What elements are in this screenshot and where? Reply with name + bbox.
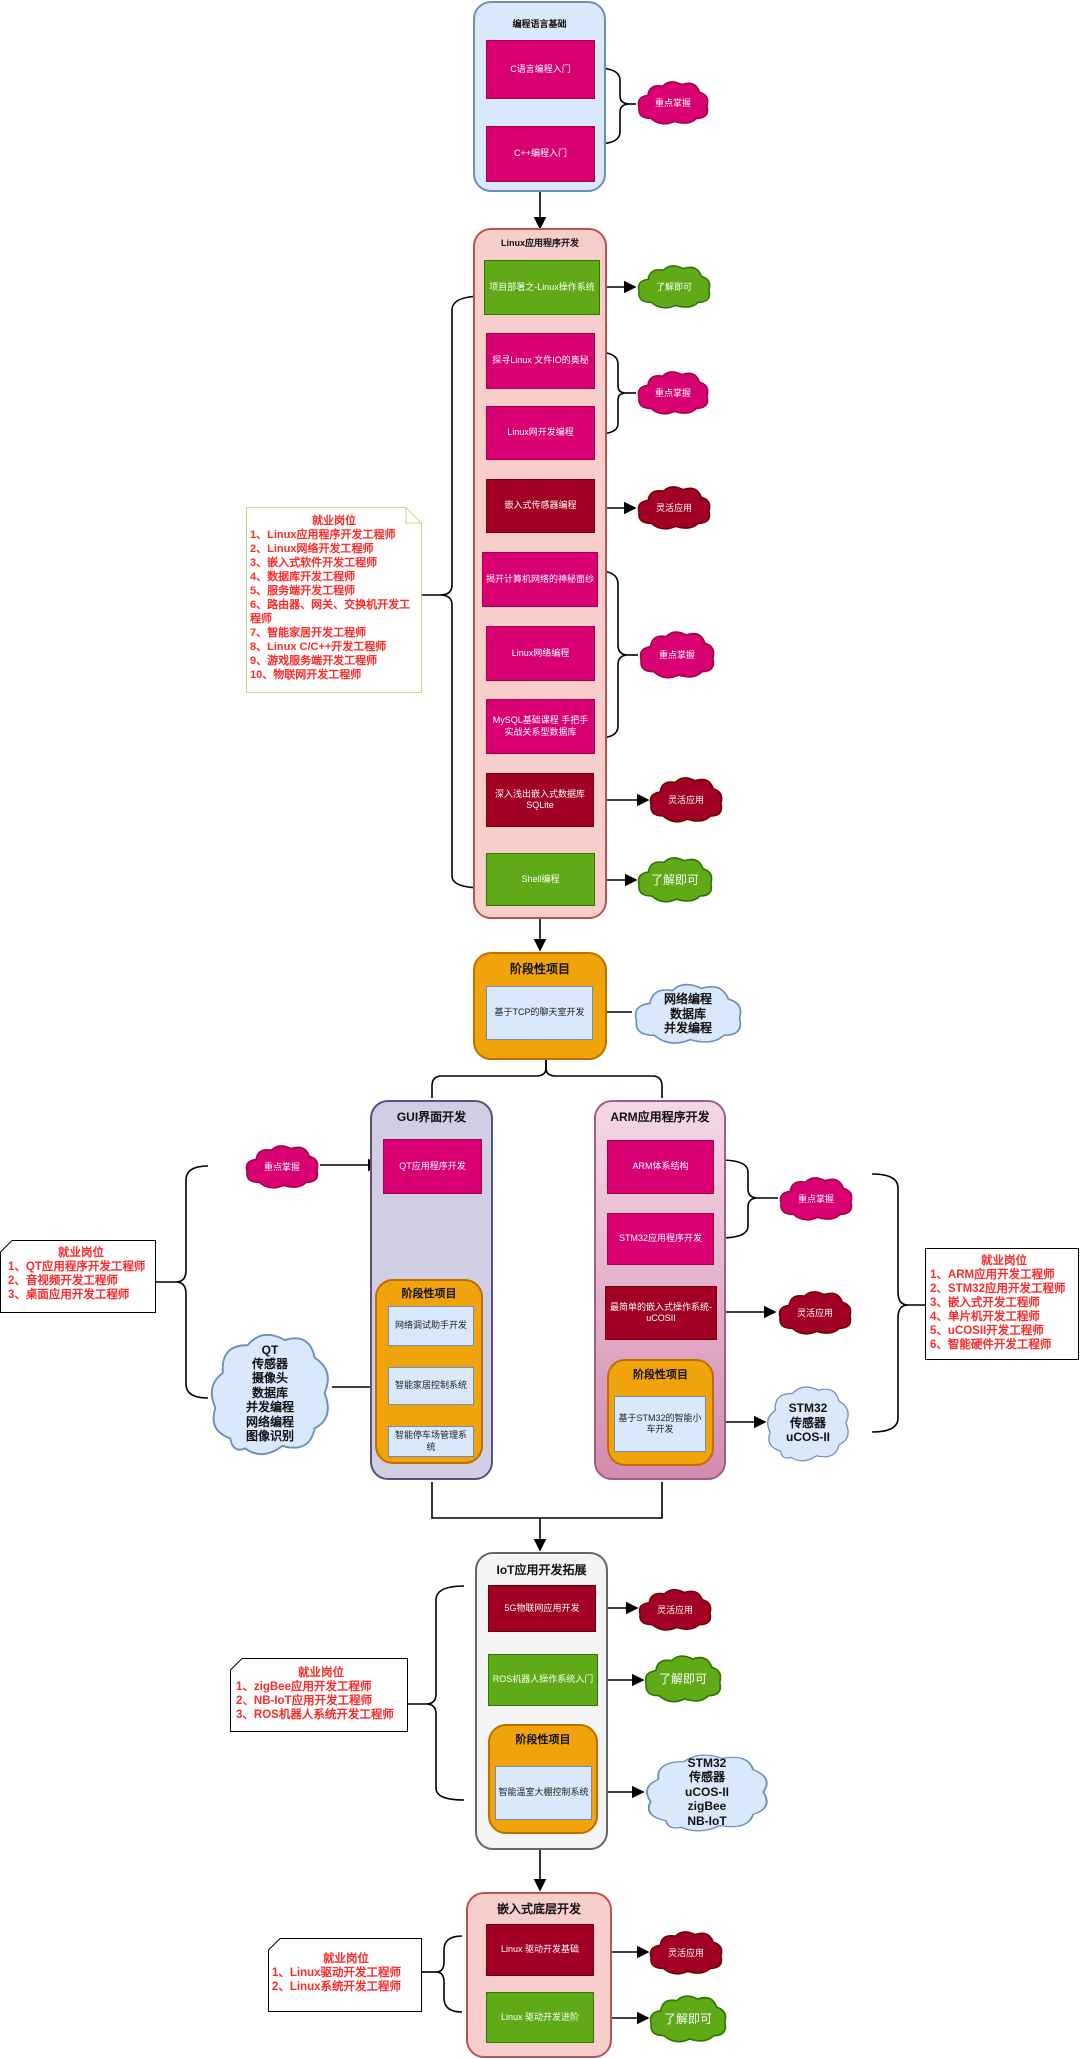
group-title: ARM应用程序开发 xyxy=(610,1110,710,1124)
cloud-label: 灵活应用 xyxy=(796,1307,833,1318)
cloud-flexible-use: 灵活应用 xyxy=(636,485,712,531)
job-note-shape xyxy=(230,1658,408,1732)
box-ucosii[interactable]: 最简单的嵌入式操作系统-uCOSII xyxy=(605,1286,717,1340)
cloud-know-only: 了解即可 xyxy=(648,1994,728,2044)
cloud-flexible-use: 灵活应用 xyxy=(648,776,724,824)
group-title: IoT应用开发拓展 xyxy=(496,1563,587,1577)
cloud-label: 灵活应用 xyxy=(667,794,704,805)
cloud-label: 重点掌握 xyxy=(797,1193,834,1204)
cloud-key-mastery: 重点掌握 xyxy=(636,370,710,416)
box-linux-network[interactable]: Linux网络编程 xyxy=(486,626,595,681)
cloud-tech-stack: STM32 传感器 uCOS-II xyxy=(765,1384,851,1462)
box-cpp-intro[interactable]: C++编程入门 xyxy=(486,126,595,182)
box-ros-intro[interactable]: ROS机器人操作系统入门 xyxy=(488,1654,598,1706)
cloud-label: 了解即可 xyxy=(650,872,699,887)
cloud-label: 重点掌握 xyxy=(263,1161,300,1172)
cloud-label: 灵活应用 xyxy=(667,1947,704,1958)
group-title: 阶段性项目 xyxy=(633,1369,688,1381)
box-sqlite[interactable]: 深入浅出嵌入式数据库SQLite xyxy=(486,773,594,827)
box-driver-advanced[interactable]: Linux 驱动开发进阶 xyxy=(486,1992,594,2043)
job-note-shape xyxy=(925,1248,1079,1360)
box-linux-os[interactable]: 项目部署之-Linux操作系统 xyxy=(484,260,600,315)
cloud-key-mastery: 重点掌握 xyxy=(636,80,710,126)
box-arm-architecture[interactable]: ARM体系结构 xyxy=(607,1140,714,1194)
cloud-label: 重点掌握 xyxy=(654,97,691,108)
group-title: GUI界面开发 xyxy=(396,1110,467,1124)
cloud-label: 了解即可 xyxy=(655,281,692,292)
cloud-label: QT 传感器 摄像头 数据库 并发编程 网络编程 图像识别 xyxy=(245,1342,294,1443)
box-mysql[interactable]: MySQL基础课程 手把手实战关系型数据库 xyxy=(486,699,595,754)
group-title: 阶段性项目 xyxy=(509,962,570,976)
box-tcp-chat[interactable]: 基于TCP的聊天室开发 xyxy=(486,986,593,1040)
box-embedded-sensor[interactable]: 嵌入式传感器编程 xyxy=(486,479,595,533)
group-title: 编程语言基础 xyxy=(512,19,567,29)
cloud-label: 了解即可 xyxy=(658,1671,707,1686)
group-title: 阶段性项目 xyxy=(515,1734,571,1746)
box-smart-greenhouse[interactable]: 智能温室大棚控制系统 xyxy=(495,1766,592,1820)
cloud-label: 了解即可 xyxy=(663,2011,712,2026)
box-linux-file-io[interactable]: 探寻Linux 文件IO的奥秘 xyxy=(486,333,595,389)
cloud-know-only: 了解即可 xyxy=(636,264,712,310)
box-5g-iot[interactable]: 5G物联网应用开发 xyxy=(488,1585,596,1632)
cloud-know-only: 了解即可 xyxy=(643,1654,723,1704)
cloud-key-mastery: 重点掌握 xyxy=(778,1176,854,1222)
group-title: Linux应用程序开发 xyxy=(501,238,579,248)
box-driver-basics[interactable]: Linux 驱动开发基础 xyxy=(486,1924,594,1976)
box-stm32-app[interactable]: STM32应用程序开发 xyxy=(607,1213,714,1265)
box-qt-app[interactable]: QT应用程序开发 xyxy=(383,1139,482,1194)
job-note-shape xyxy=(268,1938,422,2012)
cloud-flexible-use: 灵活应用 xyxy=(648,1930,724,1976)
box-smart-parking[interactable]: 智能停车场管理系统 xyxy=(388,1426,474,1457)
cloud-key-mastery: 重点掌握 xyxy=(244,1144,320,1190)
cloud-label: 重点掌握 xyxy=(654,387,691,398)
cloud-flexible-use: 灵活应用 xyxy=(637,1588,713,1632)
group-title: 嵌入式底层开发 xyxy=(496,1902,581,1916)
cloud-tech-stack: QT 传感器 摄像头 数据库 并发编程 网络编程 图像识别 xyxy=(208,1330,332,1456)
box-stm32-smart-car[interactable]: 基于STM32的智能小车开发 xyxy=(614,1396,706,1452)
cloud-label: 网络编程 数据库 并发编程 xyxy=(663,992,712,1036)
job-note-shape xyxy=(246,507,422,693)
job-note-shape xyxy=(0,1240,156,1313)
box-net-debug-tool[interactable]: 网络调试助手开发 xyxy=(388,1306,474,1346)
cloud-label: 重点掌握 xyxy=(658,649,695,660)
box-c-intro[interactable]: C语言编程入门 xyxy=(486,40,595,99)
group-title: 阶段性项目 xyxy=(401,1288,457,1300)
cloud-label: 灵活应用 xyxy=(655,502,692,513)
cloud-tech-stack: STM32 传感器 uCOS-II zigBee NB-IoT xyxy=(643,1752,771,1832)
cloud-tech-stack: 网络编程 数据库 并发编程 xyxy=(632,982,744,1046)
box-shell[interactable]: Shell编程 xyxy=(486,853,595,906)
cloud-flexible-use: 灵活应用 xyxy=(777,1290,853,1336)
box-smart-home[interactable]: 智能家居控制系统 xyxy=(388,1367,474,1405)
cloud-know-only: 了解即可 xyxy=(636,856,714,904)
box-linux-concurrent[interactable]: Linux网开发编程 xyxy=(486,406,595,460)
box-computer-network[interactable]: 揭开计算机网络的神秘面纱 xyxy=(482,552,598,607)
cloud-label: STM32 传感器 uCOS-II xyxy=(786,1401,830,1445)
cloud-label: 灵活应用 xyxy=(656,1604,693,1615)
cloud-label: STM32 传感器 uCOS-II zigBee NB-IoT xyxy=(685,1756,729,1828)
cloud-key-mastery: 重点掌握 xyxy=(638,630,716,680)
